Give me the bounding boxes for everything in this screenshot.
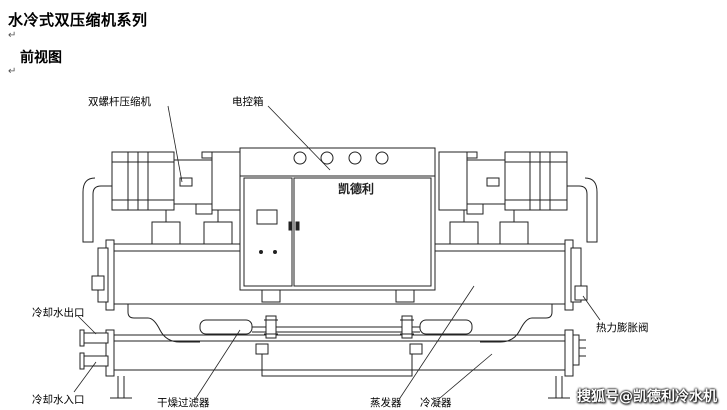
dry-filter-left	[199, 319, 253, 335]
cooling-water-outlet-pipe	[83, 332, 109, 344]
expansion-valve-left	[91, 275, 105, 291]
callout-cooling-water-outlet: 冷却水出口	[32, 307, 85, 319]
condenser-shell	[111, 334, 568, 371]
left-compressor	[82, 151, 241, 245]
callout-evaporator: 蒸发器	[370, 397, 402, 409]
gauge-icon	[293, 151, 307, 165]
watermark: 搜狐号@凯德利冷水机	[577, 389, 717, 405]
document-subtitle: 前视图	[20, 50, 62, 66]
callout-dry-filter: 干燥过滤器	[157, 397, 210, 409]
brand-label: 凯德利	[338, 182, 375, 196]
callout-cooling-water-inlet: 冷却水入口	[32, 394, 85, 406]
right-compressor	[438, 151, 598, 245]
document-title: 水冷式双压缩机系列	[8, 11, 148, 29]
paragraph-mark: ↵	[8, 66, 17, 77]
callout-condenser: 冷凝器	[420, 397, 452, 409]
expansion-valve-right	[574, 285, 588, 301]
cooling-water-inlet-pipe	[83, 355, 109, 367]
dry-filter-right	[419, 319, 473, 335]
gauge-icon	[320, 151, 334, 165]
callout-expansion-valve: 热力膨胀阀	[596, 322, 649, 334]
callout-compressor: 双螺杆压缩机	[88, 96, 151, 108]
paragraph-mark: ↵	[8, 30, 17, 41]
gauge-icon	[375, 151, 389, 165]
gauge-icon	[348, 151, 362, 165]
callout-control-box: 电控箱	[232, 96, 264, 108]
